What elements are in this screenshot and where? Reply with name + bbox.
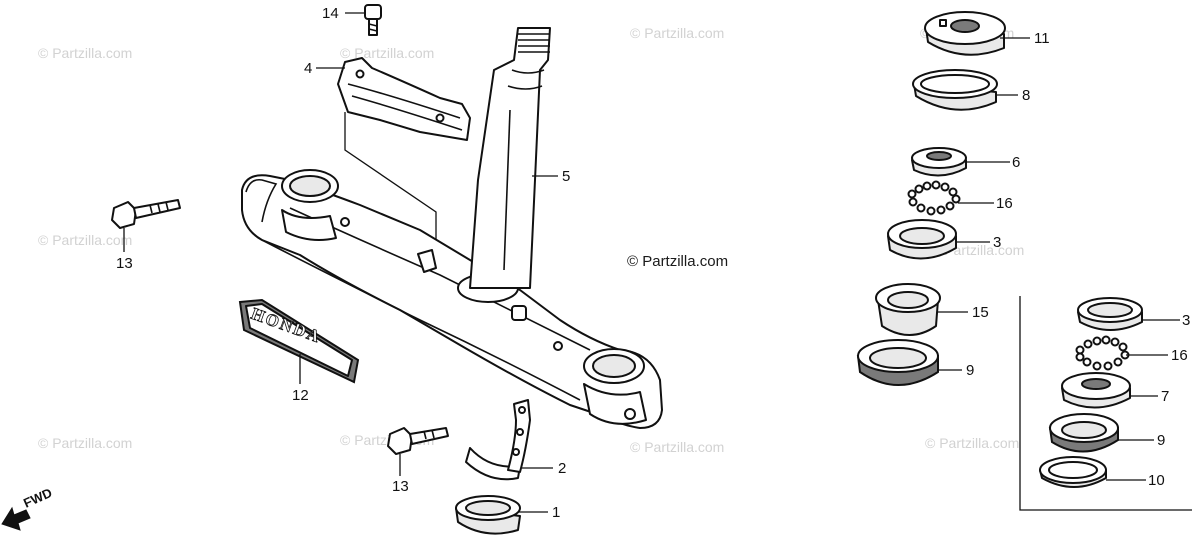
- part-13-bolt-bottom: [387, 427, 449, 455]
- callout-11: 11: [1034, 30, 1050, 47]
- callout-9: 9: [966, 362, 974, 379]
- watermark: © Partzilla.com: [925, 435, 1019, 451]
- part-8-cone-race: [912, 69, 998, 111]
- alternate-set-bracket: [1019, 296, 1192, 511]
- callout-1: 1: [552, 504, 560, 521]
- watermark: © Partzilla.com: [630, 25, 724, 41]
- callout-15: 15: [972, 304, 989, 321]
- part-13-bolt-left: [111, 199, 181, 229]
- callout-5: 5: [562, 168, 570, 185]
- watermark: © Partzilla.com: [38, 45, 132, 61]
- callout-16: 16: [996, 195, 1013, 212]
- callout-9: 9: [1157, 432, 1165, 449]
- part-5-steering-stem: [241, 27, 663, 429]
- part-7-cone-race: [1061, 372, 1131, 409]
- part-16-ball-bearings-lower: [1075, 335, 1130, 371]
- part-3-race-upper: [887, 219, 957, 260]
- part-12-emblem: HONDA: [238, 298, 360, 384]
- part-1-seal: [455, 495, 521, 535]
- part-6-race: [911, 147, 967, 177]
- part-2-bracket: [465, 399, 531, 481]
- part-4-bracket: [337, 57, 471, 258]
- callout-16: 16: [1171, 347, 1188, 364]
- callout-10: 10: [1148, 472, 1165, 489]
- watermark: © Partzilla.com: [38, 232, 132, 248]
- callout-7: 7: [1161, 388, 1169, 405]
- callout-12: 12: [292, 387, 309, 404]
- part-3-race-lower: [1077, 297, 1143, 331]
- callout-8: 8: [1022, 87, 1030, 104]
- part-10-washer: [1039, 456, 1107, 488]
- callout-6: 6: [1012, 154, 1020, 171]
- watermark: © Partzilla.com: [340, 45, 434, 61]
- fwd-arrow-icon: [1, 506, 31, 531]
- fwd-label: FWD: [21, 485, 54, 511]
- fwd-indicator: FWD: [1, 485, 54, 531]
- callout-3: 3: [993, 234, 1001, 251]
- callout-13: 13: [116, 255, 133, 272]
- callout-2: 2: [558, 460, 566, 477]
- callout-13: 13: [392, 478, 409, 495]
- part-16-ball-bearings-upper: [907, 180, 961, 216]
- part-9-seal-left: [856, 339, 939, 386]
- part-11-nut: [924, 11, 1006, 56]
- main-watermark: © Partzilla.com: [627, 253, 728, 270]
- callout-3: 3: [1182, 312, 1190, 329]
- part-9-seal-right: [1048, 413, 1119, 453]
- part-14-bolt: [364, 4, 382, 36]
- part-15-race: [875, 283, 941, 336]
- callout-4: 4: [304, 60, 312, 77]
- callout-labels: 14 4 5 13 12 13 2 1 11 8 6 16 3 15 9 3 1…: [116, 5, 1190, 521]
- watermark: © Partzilla.com: [630, 439, 724, 455]
- watermark: © Partzilla.com: [38, 435, 132, 451]
- callout-14: 14: [322, 5, 339, 22]
- leader-lines: [123, 12, 1180, 513]
